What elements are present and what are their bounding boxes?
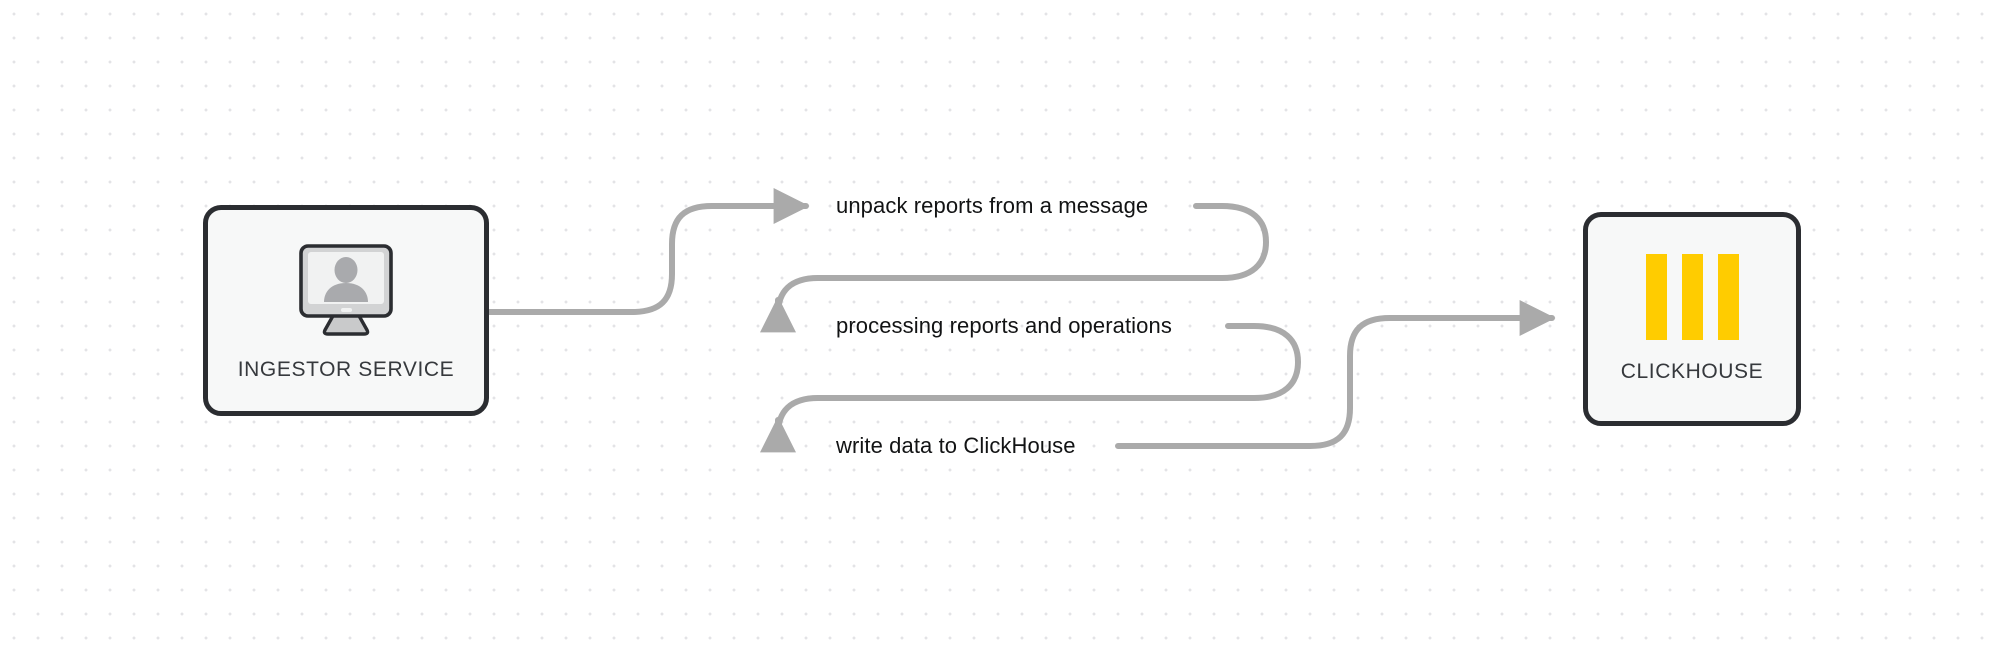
node-ingestor-service[interactable]: INGESTOR SERVICE (203, 205, 489, 416)
edge-row2-to-row3 (760, 323, 1302, 453)
edge-label-unpack-reports: unpack reports from a message (836, 193, 1149, 218)
monitor-user-icon (289, 240, 403, 340)
edge-write-to-clickhouse (1115, 300, 1556, 449)
clickhouse-bar-3 (1717, 254, 1739, 340)
node-ingestor-service-label: INGESTOR SERVICE (237, 357, 455, 381)
clickhouse-bar-2 (1681, 254, 1703, 340)
edge-ingestor-to-unpack (486, 188, 810, 315)
edge-row1-to-row2 (760, 203, 1270, 333)
clickhouse-bar-1 (1645, 254, 1667, 340)
node-clickhouse[interactable]: CLICKHOUSE (1583, 212, 1801, 426)
node-clickhouse-label: CLICKHOUSE (1620, 360, 1764, 383)
clickhouse-bars-icon (1645, 254, 1739, 340)
edge-label-processing-reports: processing reports and operations (836, 313, 1172, 338)
edge-label-write-data: write data to ClickHouse (836, 433, 1076, 458)
